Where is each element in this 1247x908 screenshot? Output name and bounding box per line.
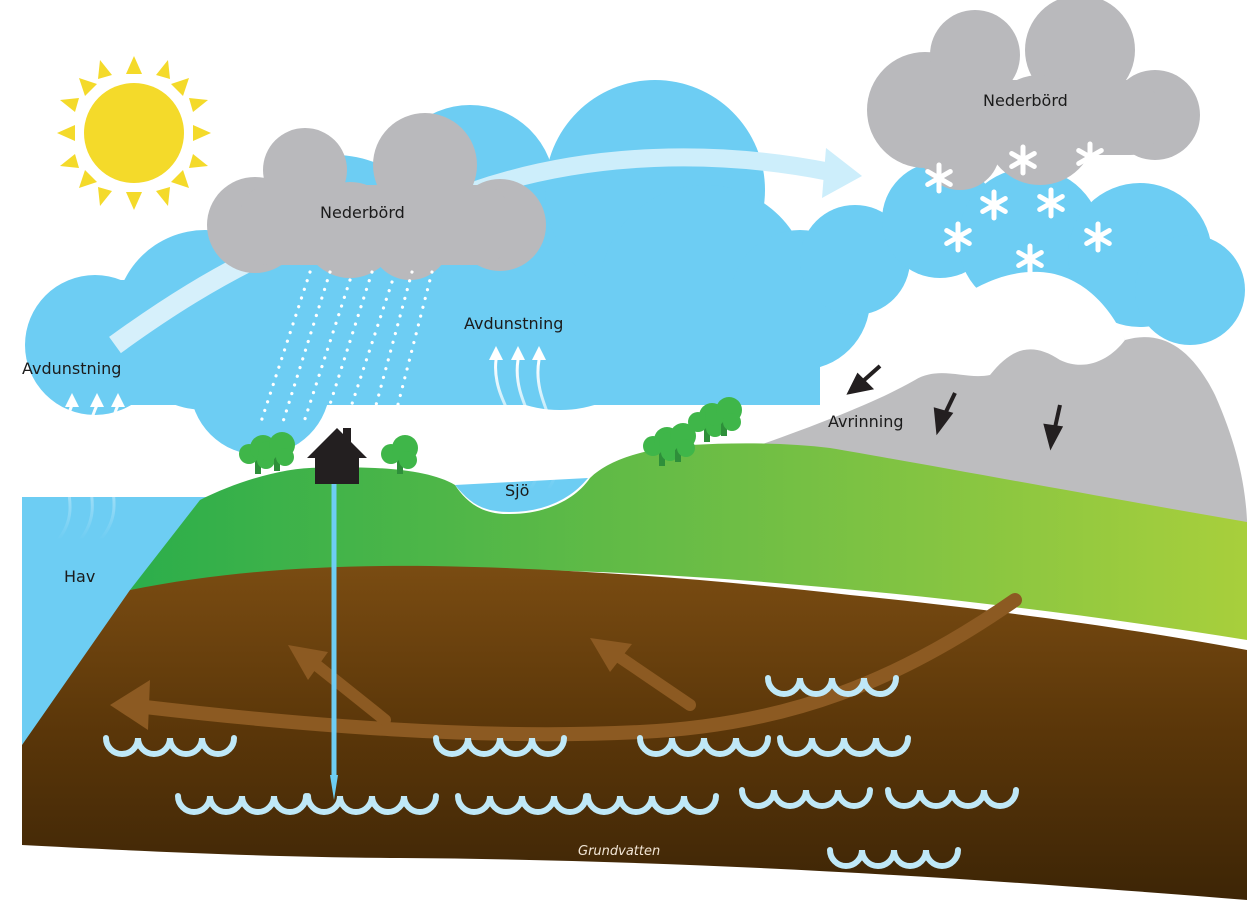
runoff-arrows bbox=[846, 364, 1064, 451]
rain-cloud bbox=[207, 113, 546, 280]
evaporation-label-sea: Avdunstning bbox=[22, 359, 122, 378]
evaporation-arrows-lake bbox=[489, 346, 561, 492]
runoff-label: Avrinning bbox=[828, 412, 904, 431]
groundwater-flow-arrows bbox=[110, 593, 1022, 742]
house-icon bbox=[307, 428, 367, 484]
grassland bbox=[130, 443, 1247, 640]
raindrops-icon bbox=[258, 270, 434, 427]
sun-icon bbox=[57, 56, 211, 210]
evaporation-label-lake: Avdunstning bbox=[464, 314, 564, 333]
precipitation-label-left: Nederbörd bbox=[320, 203, 405, 222]
well-pipe bbox=[330, 484, 338, 800]
lake bbox=[455, 478, 588, 512]
precipitation-label-right: Nederbörd bbox=[983, 91, 1068, 110]
sea-label: Hav bbox=[64, 567, 96, 586]
groundwater-label: Grundvatten bbox=[578, 844, 661, 859]
lake-label: Sjö bbox=[505, 481, 530, 500]
mountain bbox=[760, 271, 1247, 530]
evaporation-arrows-sea bbox=[56, 393, 125, 542]
